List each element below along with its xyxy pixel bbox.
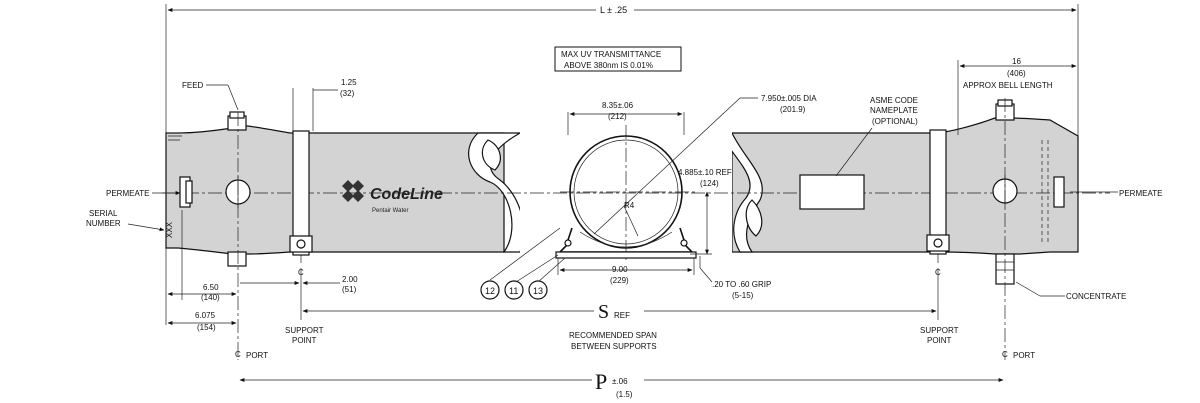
svg-text:(154): (154) [197,323,216,332]
svg-text:C: C [235,350,241,359]
port-label-left: C PORT [235,350,268,360]
svg-text:ABOVE 380nm IS 0.01%: ABOVE 380nm IS 0.01% [564,61,653,70]
port-label-right: C PORT [1002,350,1035,360]
svg-text:(51): (51) [342,285,357,294]
uv-transmittance-note: MAX UV TRANSMITTANCE ABOVE 380nm IS 0.01… [554,46,682,72]
svg-text:(140): (140) [201,293,220,302]
svg-text:APPROX BELL LENGTH: APPROX BELL LENGTH [963,81,1053,90]
concentrate-label-group: CONCENTRATE [1015,281,1126,301]
svg-text:6.50: 6.50 [203,283,219,292]
svg-text:NUMBER: NUMBER [86,219,121,228]
svg-text:POINT: POINT [292,336,317,345]
support-point-left: C SUPPORT POINT [285,268,324,345]
overall-length-dimension: L ± .25 [165,3,1079,325]
left-lower-dimensions: 6.50 (140) 6.075 (154) 2.00 (51) [167,210,358,332]
svg-text:SUPPORT: SUPPORT [285,326,324,335]
grip-mm: (5-15) [732,291,754,300]
span-dimension: S REF RECOMMENDED SPAN BETWEEN SUPPORTS [302,298,937,351]
radius-dim: R4 [624,201,635,210]
callout-13: 13 [528,280,548,300]
svg-text:13: 13 [533,286,543,296]
svg-text:PORT: PORT [246,351,268,360]
feed-label-group: FEED [182,81,239,111]
svg-text:CONCENTRATE: CONCENTRATE [1066,292,1126,301]
svg-text:11: 11 [509,286,518,296]
base-width-mm: (229) [610,276,629,285]
diameter-mm: (201.9) [780,105,806,114]
asme-nameplate-note: ASME CODE NAMEPLATE (OPTIONAL) [835,96,918,177]
svg-text:PERMEATE: PERMEATE [1119,189,1162,198]
svg-text:12: 12 [485,286,495,296]
svg-text:±.06: ±.06 [612,377,628,386]
svg-text:REF: REF [614,311,630,320]
center-height-mm: (124) [700,179,719,188]
diameter-dim: 7.950±.005 DIA [761,94,817,103]
support-width-dim: 1.25 [341,78,357,87]
overall-length-label: L ± .25 [600,5,627,15]
permeate-left-label-group: PERMEATE [106,189,181,198]
vessel-body [165,117,1079,255]
svg-text:P: P [595,369,607,394]
svg-text:6.075: 6.075 [195,311,216,320]
svg-text:SUPPORT: SUPPORT [920,326,959,335]
support-point-right: C SUPPORT POINT [920,268,959,345]
svg-text:16: 16 [1012,57,1021,66]
support-width-mm: (32) [340,89,355,98]
break-symbols [468,132,763,253]
svg-text:Pentair Water: Pentair Water [372,208,408,214]
base-width-dim: 9.00 [612,265,628,274]
svg-text:BETWEEN SUPPORTS: BETWEEN SUPPORTS [571,342,657,351]
callout-leaders [489,227,566,283]
svg-text:SERIAL: SERIAL [89,209,118,218]
port-spacing-dimension: P ±.06 (1.5) [239,366,1004,399]
grip-dim: .20 TO .60 GRIP [712,280,771,289]
svg-text:FEED: FEED [182,81,204,90]
svg-text:MAX UV TRANSMITTANCE: MAX UV TRANSMITTANCE [561,50,661,59]
svg-text:(OPTIONAL): (OPTIONAL) [872,117,918,126]
svg-text:NAMEPLATE: NAMEPLATE [870,106,918,115]
svg-text:C: C [1002,350,1008,359]
svg-text:2.00: 2.00 [342,275,358,284]
svg-text:CodeLine: CodeLine [370,186,443,203]
callout-11: 11 [504,280,524,300]
svg-text:ASME CODE: ASME CODE [870,96,918,105]
cross-section-view [555,97,758,283]
left-end-details [179,88,314,360]
svg-text:PORT: PORT [1013,351,1035,360]
svg-text:XXX: XXX [165,221,174,238]
saddle-width-mm: (212) [608,112,627,121]
svg-text:POINT: POINT [927,336,952,345]
svg-text:S: S [598,301,609,323]
logo-mark-icon [342,180,364,202]
svg-text:RECOMMENDED SPAN: RECOMMENDED SPAN [569,331,657,340]
codeline-logo: CodeLine Pentair Water [342,180,443,214]
center-height-dim: 4.885±.10 REF [678,168,732,177]
right-end-details [799,98,1065,360]
callout-12: 12 [480,280,500,300]
serial-number-label-group: SERIAL NUMBER XXX [86,209,174,238]
bell-length-dimension: 16 (406) APPROX BELL LENGTH [957,57,1077,135]
svg-text:PERMEATE: PERMEATE [106,189,149,198]
svg-text:(1.5): (1.5) [616,390,633,399]
saddle-width-dim: 8.35±.06 [602,101,634,110]
svg-text:(406): (406) [1007,69,1026,78]
permeate-right-label-group: PERMEATE [1070,189,1162,198]
